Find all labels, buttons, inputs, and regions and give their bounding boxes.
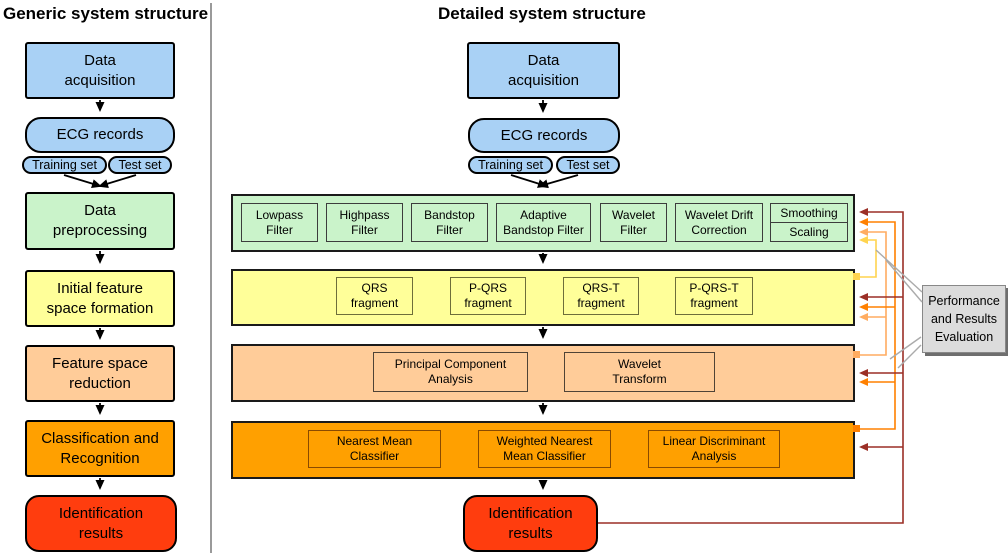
p-qrs-fragment-box: P-QRS fragment: [450, 277, 526, 315]
generic-data-acquisition-box: Data acquisition: [25, 42, 175, 99]
highpass-filter-box: Highpass Filter: [326, 203, 403, 242]
generic-title: Generic system structure: [3, 4, 209, 23]
adaptive-bandstop-filter-box: Adaptive Bandstop Filter: [496, 203, 591, 242]
performance-evaluation-box: Performance and Results Evaluation: [922, 285, 1006, 353]
detailed-title: Detailed system structure: [438, 4, 646, 23]
wavelet-drift-correction-box: Wavelet Drift Correction: [675, 203, 763, 242]
p-qrs-t-fragment-box: P-QRS-T fragment: [675, 277, 753, 315]
reduction-row: Principal Component Analysis Wavelet Tra…: [231, 344, 855, 402]
detailed-training-set-pill: Training set: [468, 156, 553, 174]
lowpass-filter-box: Lowpass Filter: [241, 203, 318, 242]
panel-divider: [210, 3, 212, 553]
generic-data-preprocessing-box: Data preprocessing: [25, 192, 175, 250]
generic-classification-box: Classification and Recognition: [25, 420, 175, 477]
smoothing-box: Smoothing: [770, 203, 848, 223]
detailed-test-set-pill: Test set: [556, 156, 620, 174]
principal-component-analysis-box: Principal Component Analysis: [373, 352, 528, 392]
generic-ecg-records-box: ECG records: [25, 117, 175, 153]
generic-test-set-pill: Test set: [108, 156, 172, 174]
linear-discriminant-analysis-box: Linear Discriminant Analysis: [648, 430, 780, 468]
feedback-orange: [853, 218, 896, 432]
fragments-row: QRS fragment P-QRS fragment QRS-T fragme…: [231, 269, 855, 326]
classification-row: Nearest Mean Classifier Weighted Nearest…: [231, 421, 855, 479]
detailed-identification-box: Identification results: [463, 495, 598, 552]
generic-identification-box: Identification results: [25, 495, 177, 552]
scaling-box: Scaling: [770, 222, 848, 242]
evaluation-connectors: [875, 249, 923, 369]
nearest-mean-classifier-box: Nearest Mean Classifier: [308, 430, 441, 468]
feedback-light-orange: [853, 228, 887, 358]
detailed-ecg-records-box: ECG records: [468, 118, 620, 153]
feedback-yellow: [853, 236, 877, 280]
detailed-data-acquisition-box: Data acquisition: [467, 42, 620, 99]
wavelet-filter-box: Wavelet Filter: [600, 203, 667, 242]
weighted-nearest-mean-classifier-box: Weighted Nearest Mean Classifier: [478, 430, 611, 468]
generic-training-set-pill: Training set: [22, 156, 107, 174]
wavelet-transform-box: Wavelet Transform: [564, 352, 715, 392]
generic-initial-feature-box: Initial feature space formation: [25, 270, 175, 327]
bandstop-filter-box: Bandstop Filter: [411, 203, 488, 242]
qrs-t-fragment-box: QRS-T fragment: [563, 277, 639, 315]
generic-feature-reduction-box: Feature space reduction: [25, 345, 175, 402]
preprocessing-row: Lowpass Filter Highpass Filter Bandstop …: [231, 194, 855, 252]
qrs-fragment-box: QRS fragment: [336, 277, 413, 315]
